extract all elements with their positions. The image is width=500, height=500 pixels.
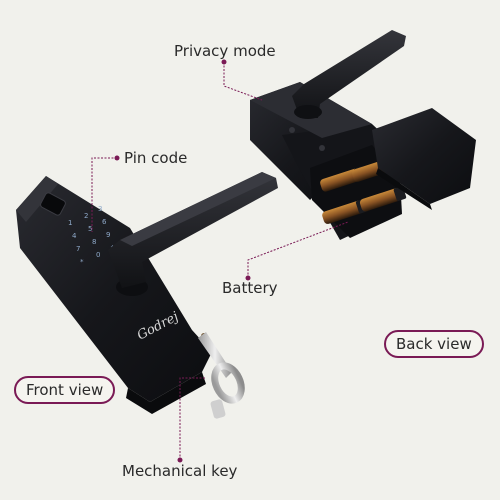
keypad-key: 2 (84, 212, 88, 220)
label-pin-code: Pin code (124, 149, 188, 167)
label-privacy-mode: Privacy mode (174, 42, 276, 60)
keypad-key: * (80, 258, 84, 266)
label-battery: Battery (222, 279, 278, 297)
keypad-key: 3 (98, 205, 102, 213)
mechanical-key-illustration (198, 332, 245, 419)
badge-front-view: Front view (14, 376, 116, 404)
keypad-key: 9 (106, 231, 110, 239)
keypad-key: 7 (76, 245, 80, 253)
back-handle (292, 30, 406, 118)
back-view-lock (250, 30, 476, 240)
keypad-key: 0 (96, 251, 100, 259)
label-mechanical-key: Mechanical key (122, 462, 238, 480)
keypad-key: 1 (68, 219, 72, 227)
keypad-key: 8 (92, 238, 96, 246)
keypad-key: 6 (102, 218, 107, 226)
front-view-lock: 1 2 3 4 5 6 7 8 9 * 0 # Godrej (16, 172, 278, 419)
fingerprint-reader (40, 192, 66, 216)
callout-lines (91, 62, 349, 460)
callout-dots (114, 59, 251, 463)
keypad-key: 4 (72, 232, 77, 240)
battery-cover (372, 108, 476, 204)
front-handle (108, 172, 278, 288)
keypad-key: 5 (88, 225, 92, 233)
badge-back-view: Back view (384, 330, 484, 358)
